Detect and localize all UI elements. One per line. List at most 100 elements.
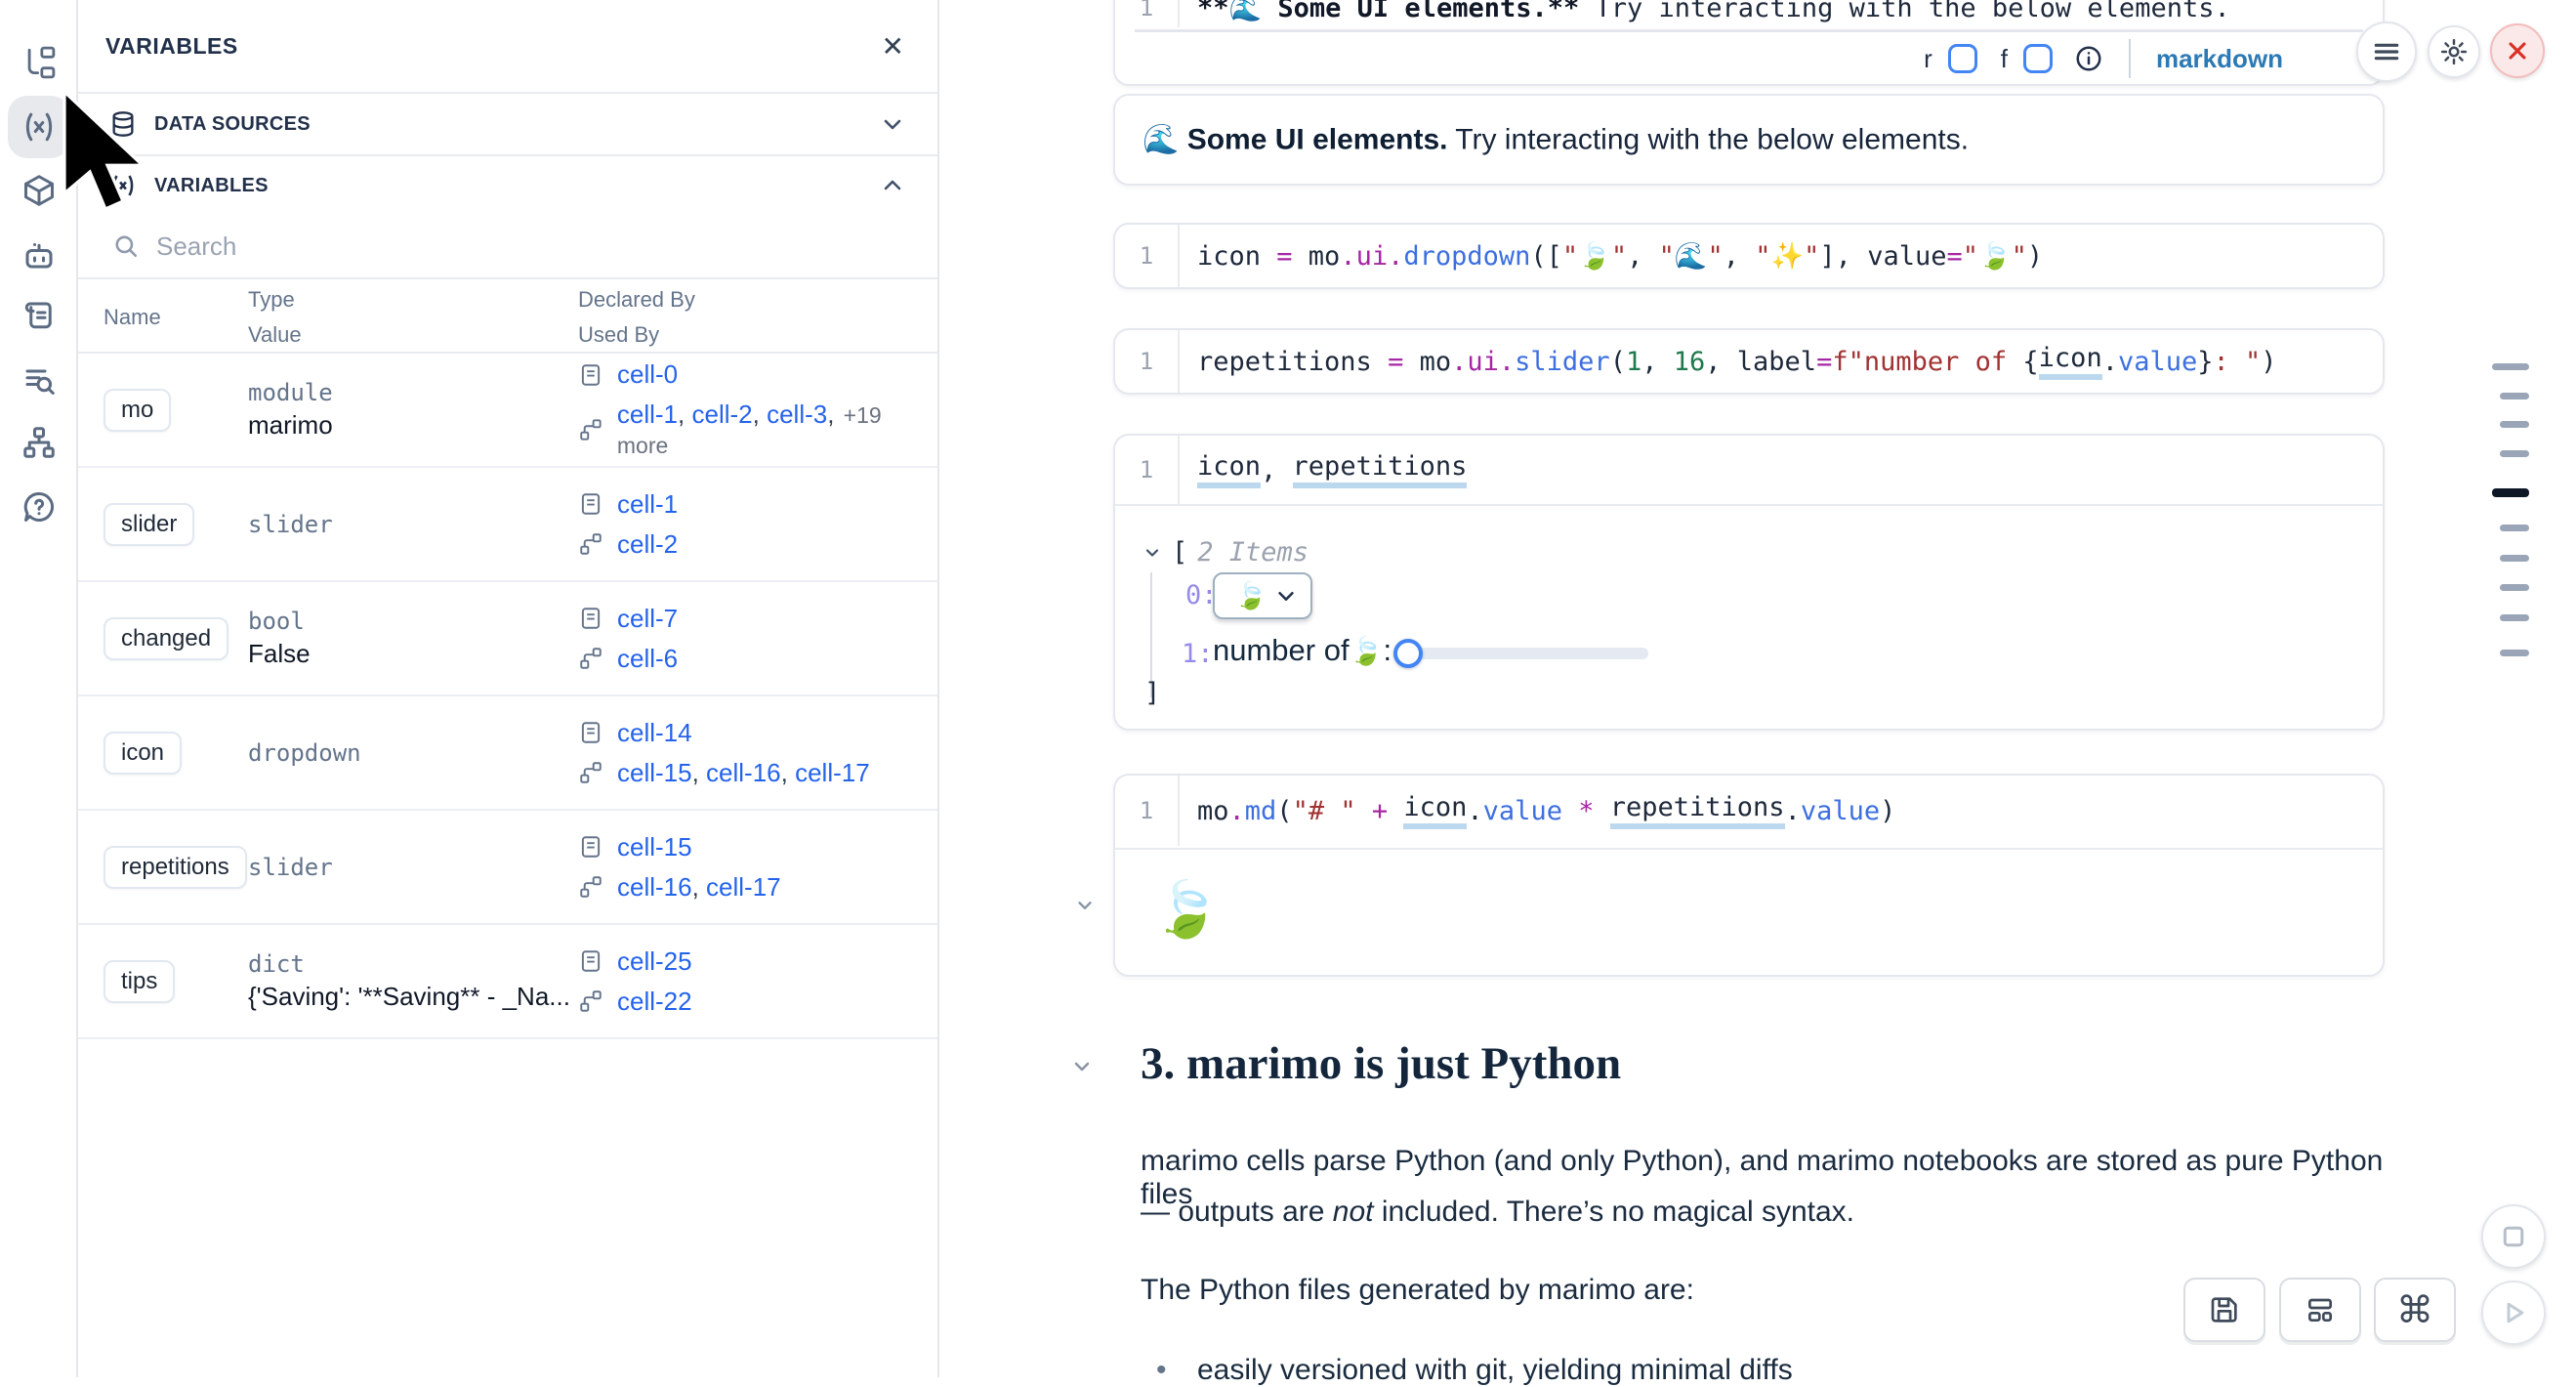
app-view-button[interactable] (2481, 1204, 2546, 1269)
used-by-line: cell-16, cell-17 (578, 872, 937, 903)
variables-panel-header: VARIABLES ✕ (78, 0, 937, 94)
variable-name-chip[interactable]: changed (104, 616, 229, 660)
line-number: 1 (1139, 0, 1154, 21)
variables-icon (25, 112, 53, 142)
cell-link[interactable]: cell-22 (617, 986, 692, 1016)
section-collapse-icon[interactable] (1070, 1055, 1094, 1078)
sidebar-item-packages[interactable] (18, 169, 61, 212)
cell-link[interactable]: cell-3 (767, 399, 828, 429)
close-panel-button[interactable]: ✕ (881, 30, 904, 62)
sidebar-item-snippets[interactable] (18, 294, 61, 337)
cell-link[interactable]: cell-16 (617, 871, 692, 902)
code-line[interactable]: 1 mo.md("# " + icon.value * repetitions.… (1115, 776, 2383, 846)
md-expression-cell: 1 mo.md("# " + icon.value * repetitions.… (1113, 774, 2385, 977)
declared-by-line: cell-0 (578, 359, 937, 390)
layout-button[interactable] (2279, 1278, 2361, 1342)
settings-button[interactable] (2428, 25, 2480, 78)
minimap-cell-marker[interactable] (2500, 525, 2529, 531)
chevron-down-icon (884, 119, 901, 130)
sidebar-item-dependency-graph[interactable] (18, 421, 61, 464)
cell-link[interactable]: cell-14 (617, 717, 692, 747)
layout-icon (2308, 1298, 2332, 1322)
sidebar-item-variables[interactable] (8, 96, 70, 158)
sidebar-item-help[interactable] (18, 485, 61, 528)
repetitions-slider-thumb[interactable] (1393, 639, 1423, 668)
bullet-marker: • (1156, 1354, 1167, 1386)
activity-bar (0, 0, 78, 1377)
dropdown-value: 🍃 (1234, 581, 1267, 610)
tree-collapse-icon[interactable] (1143, 543, 1162, 563)
sidebar-item-file-tree[interactable] (18, 41, 61, 84)
code-text[interactable]: repetitions = mo.ui.slider(1, 16, label=… (1178, 330, 2277, 393)
variable-name-chip[interactable]: icon (104, 731, 183, 775)
variable-name-chip[interactable]: repetitions (104, 845, 247, 889)
variables-section-toggle[interactable]: VARIABLES (78, 156, 937, 215)
cell-link[interactable]: cell-17 (795, 757, 870, 787)
cell-link[interactable]: cell-16 (706, 757, 781, 787)
cell-link[interactable]: cell-2 (617, 528, 679, 559)
link-icon (580, 533, 602, 555)
search-input[interactable] (156, 231, 908, 262)
markdown-language-button[interactable]: markdown (2155, 43, 2283, 73)
repetitions-slider-track[interactable] (1408, 648, 1648, 659)
data-sources-section-toggle[interactable]: DATA SOURCES (78, 94, 937, 156)
cell-divider (1115, 848, 2383, 850)
line-number: 1 (1139, 797, 1154, 824)
keyboard-shortcuts-button[interactable]: ⌘ (2374, 1278, 2456, 1342)
reactive-checkbox[interactable] (1947, 44, 1977, 73)
reactive-toggle-label: r (1924, 43, 1932, 73)
minimap-cell-marker[interactable] (2492, 488, 2529, 497)
minimap-cell-marker[interactable] (2500, 584, 2529, 591)
notebook-menu-button[interactable] (2356, 21, 2417, 82)
minimap-cell-marker[interactable] (2492, 363, 2529, 370)
section-heading: 3. marimo is just Python (1141, 1038, 1622, 1089)
cell-link[interactable]: cell-25 (617, 946, 692, 976)
code-line[interactable]: 1 icon = mo.ui.dropdown(["🍃", "🌊", "✨"],… (1115, 225, 2383, 287)
sidebar-item-logs[interactable] (18, 358, 61, 401)
cell-link[interactable]: cell-1 (617, 488, 679, 519)
code-line[interactable]: 1 repetitions = mo.ui.slider(1, 16, labe… (1115, 330, 2383, 393)
scroll-icon (24, 302, 52, 329)
code-line[interactable]: 1 **🌊 Some UI elements.** Try interactin… (1115, 0, 2383, 27)
format-checkbox[interactable] (2022, 44, 2053, 73)
icon-dropdown-control[interactable]: 🍃 (1213, 572, 1312, 619)
declared-by-line: cell-15 (578, 832, 937, 862)
minimap-cell-marker[interactable] (2500, 393, 2529, 399)
code-text[interactable]: icon = mo.ui.dropdown(["🍃", "🌊", "✨"], v… (1178, 225, 2043, 287)
tree-root-line: [ 2 Items (1143, 537, 1309, 567)
code-line[interactable]: 1 icon, repetitions (1115, 436, 2383, 504)
minimap-cell-marker[interactable] (2500, 450, 2529, 457)
cell-link[interactable]: cell-0 (617, 359, 679, 389)
variable-name-chip[interactable]: mo (104, 388, 172, 432)
cell-link[interactable]: cell-7 (617, 603, 679, 633)
table-row: changed bool False cell-7 (78, 582, 937, 696)
sidebar-item-ai-assistant[interactable] (18, 233, 61, 276)
save-button[interactable] (2183, 1278, 2265, 1342)
cell-link[interactable]: cell-15 (617, 757, 692, 787)
search-icon (115, 235, 138, 258)
code-text[interactable]: mo.md("# " + icon.value * repetitions.va… (1178, 776, 1895, 846)
minimap-cell-marker[interactable] (2500, 650, 2529, 656)
minimap-cell-marker[interactable] (2500, 421, 2529, 428)
cell-output-collapse-icon[interactable] (1074, 895, 1096, 916)
cell-link[interactable]: cell-6 (617, 643, 679, 673)
minimap-cell-marker[interactable] (2500, 555, 2529, 562)
cell-link[interactable]: cell-15 (617, 831, 692, 862)
variable-name-chip[interactable]: tips (104, 959, 176, 1003)
info-icon[interactable] (2074, 44, 2103, 73)
code-text[interactable]: icon, repetitions (1178, 436, 1468, 504)
col-header-value: Value (248, 322, 302, 347)
cell-link[interactable]: cell-17 (706, 871, 781, 902)
variable-type: dict (248, 950, 305, 978)
minimap-cell-marker[interactable] (2500, 614, 2529, 621)
code-text[interactable]: **🌊 Some UI elements.** Try interacting … (1178, 0, 2230, 27)
variable-name-chip[interactable]: slider (104, 502, 195, 546)
run-button[interactable] (2481, 1281, 2546, 1345)
shutdown-button[interactable] (2490, 23, 2545, 78)
cell-link[interactable]: cell-2 (691, 399, 753, 429)
bracket-open: [ (1172, 537, 1188, 567)
slider-label: number of 🍃 : (1213, 633, 1392, 667)
declared-by-line: cell-1 (578, 489, 937, 520)
cell-link[interactable]: cell-1 (616, 399, 679, 429)
more-cells-label[interactable]: +19 more (616, 402, 882, 458)
